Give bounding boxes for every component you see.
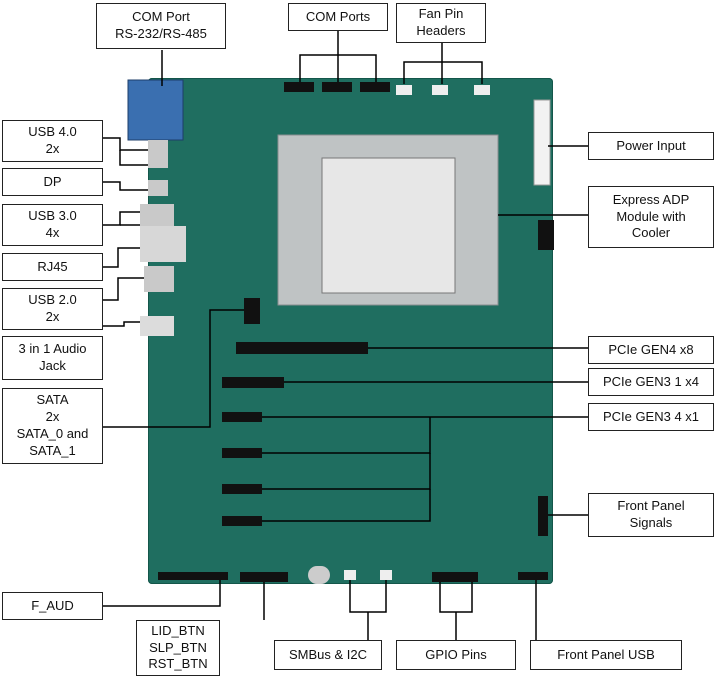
label-front-usb: Front Panel USB (530, 640, 682, 670)
label-buttons: LID_BTN SLP_BTN RST_BTN (136, 620, 220, 676)
com-port-connector (127, 79, 184, 141)
pcie-gen4-slot (236, 342, 368, 354)
label-com-ports: COM Ports (288, 3, 388, 31)
label-f-aud: F_AUD (2, 592, 103, 620)
label-fan-headers: Fan Pin Headers (396, 3, 486, 43)
button-header (240, 572, 288, 582)
callout-lines (103, 30, 588, 640)
smbus-header (344, 570, 356, 580)
label-express-adp: Express ADP Module with Cooler (588, 186, 714, 248)
label-com-port: COM Port RS-232/RS-485 (96, 3, 226, 49)
fan-header-2 (432, 85, 448, 95)
i2c-header (380, 570, 392, 580)
gpio-header (432, 572, 478, 582)
label-power-input: Power Input (588, 132, 714, 160)
front-panel-header (538, 496, 548, 536)
front-usb-header (518, 572, 548, 580)
com-header-1 (284, 82, 314, 92)
sata-connectors (244, 298, 260, 324)
label-audio: 3 in 1 Audio Jack (2, 336, 103, 380)
label-pcie-gen3-4x1: PCIe GEN3 4 x1 (588, 403, 714, 431)
pcie-x1-slot-4 (222, 516, 262, 526)
usb4-ports (148, 140, 168, 168)
label-pcie-gen3-1x4: PCIe GEN3 1 x4 (588, 368, 714, 396)
f-aud-header (158, 572, 228, 580)
com-header-3 (360, 82, 390, 92)
dp-port (148, 180, 168, 196)
label-usb40: USB 4.0 2x (2, 120, 103, 162)
label-usb30: USB 3.0 4x (2, 204, 103, 246)
pcie-gen3-x4-slot (222, 377, 284, 388)
com-header-2 (322, 82, 352, 92)
pcie-x1-slot-3 (222, 484, 262, 494)
usb2-ports (144, 266, 174, 292)
label-gpio: GPIO Pins (396, 640, 516, 670)
label-pcie-gen4: PCIe GEN4 x8 (588, 336, 714, 364)
label-usb20: USB 2.0 2x (2, 288, 103, 330)
usb3-ports-upper (140, 204, 174, 226)
rj45-ports (140, 226, 186, 262)
fan-header-3 (474, 85, 490, 95)
cooler-plate (321, 157, 456, 294)
adp-connector (538, 220, 554, 250)
label-sata: SATA 2x SATA_0 and SATA_1 (2, 388, 103, 464)
pcie-x1-slot-2 (222, 448, 262, 458)
pcie-x1-slot-1 (222, 412, 262, 422)
battery (308, 566, 330, 584)
label-smbus: SMBus & I2C (274, 640, 382, 670)
power-connector (533, 99, 551, 186)
label-dp: DP (2, 168, 103, 196)
audio-jack (140, 316, 174, 336)
label-rj45: RJ45 (2, 253, 103, 281)
fan-header-1 (396, 85, 412, 95)
label-front-panel-signals: Front Panel Signals (588, 493, 714, 537)
